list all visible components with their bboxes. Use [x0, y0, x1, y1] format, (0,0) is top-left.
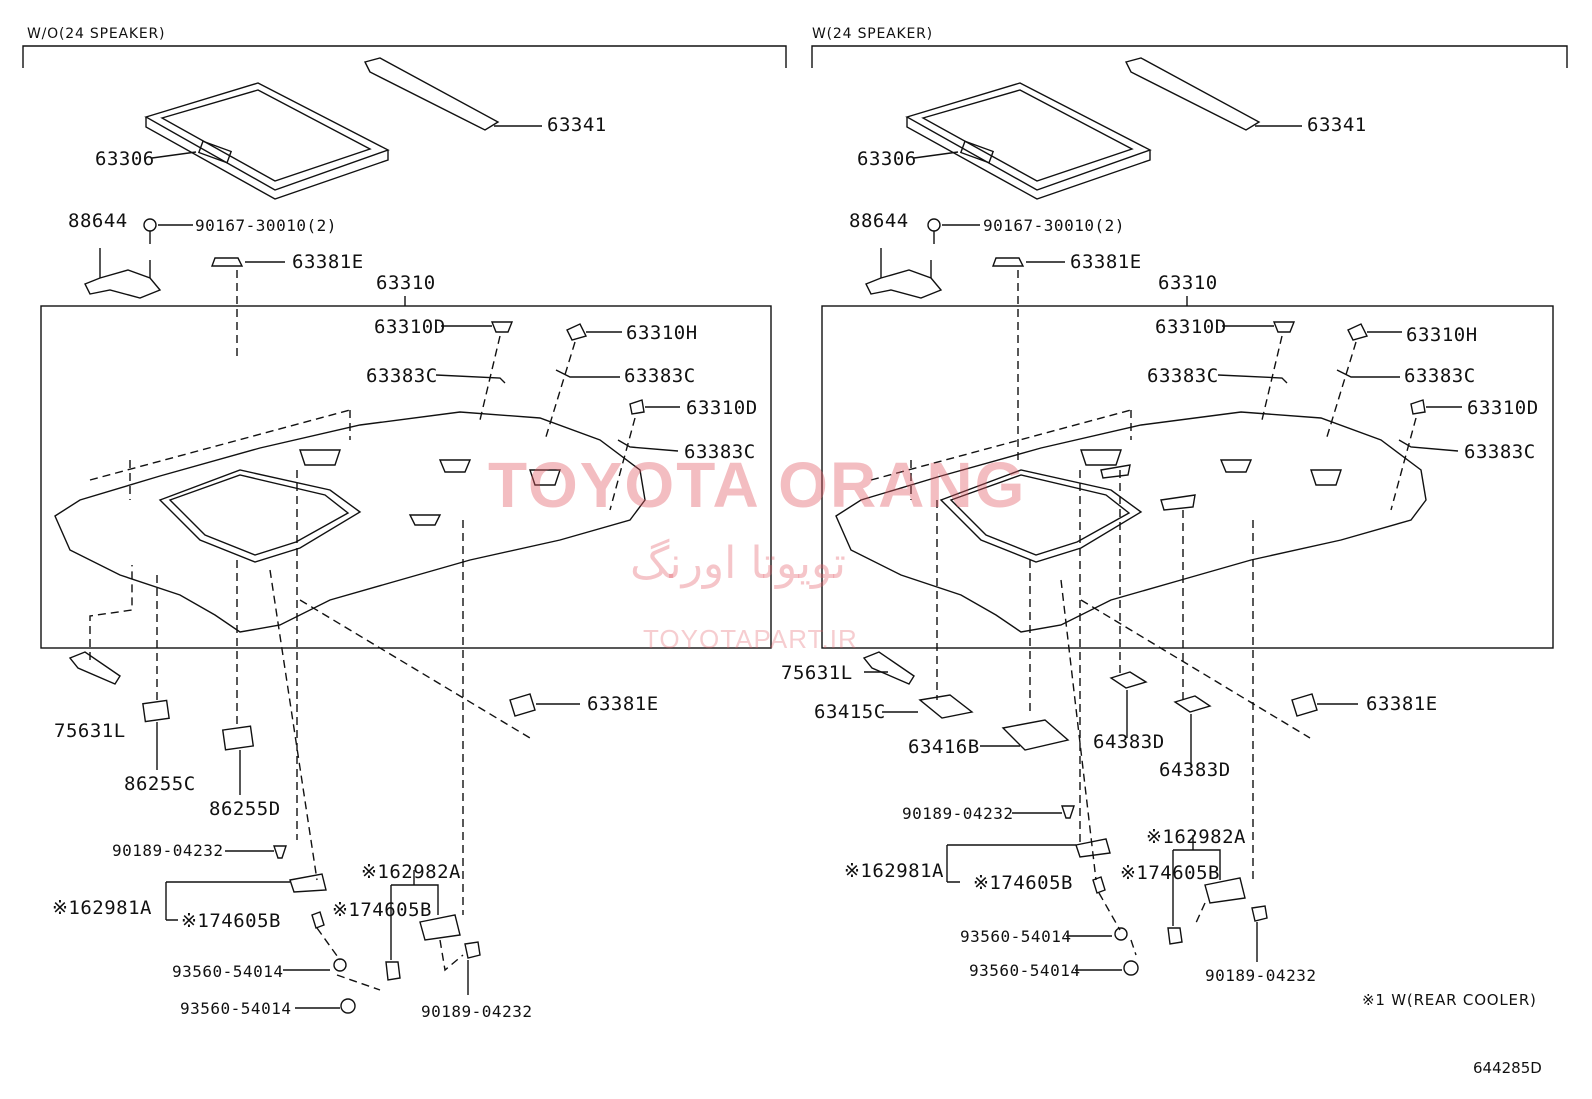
left-part-86255d: [221, 725, 255, 751]
right-label-93560-a: 93560-54014: [960, 927, 1072, 946]
left-label-86255d: 86255D: [209, 798, 281, 820]
left-label-90167: 90167-30010(2): [195, 216, 337, 235]
right-label-63416b: 63416B: [908, 736, 980, 758]
right-sunshade-frame: [905, 82, 1152, 200]
left-label-63310h: 63310H: [626, 322, 698, 344]
left-label-88644: 88644: [68, 210, 128, 232]
right-label-63381e-bot: 63381E: [1366, 693, 1438, 715]
right-bracket-88644: [865, 248, 943, 299]
right-label-90167: 90167-30010(2): [983, 216, 1125, 235]
right-part-63416b: [1001, 719, 1070, 751]
left-label-75631l: 75631L: [54, 720, 126, 742]
left-label-74605b-a: ※174605B: [181, 910, 281, 932]
right-label-75631l: 75631L: [781, 662, 853, 684]
right-headliner-box: [821, 305, 1554, 649]
right-label-90189-b: 90189-04232: [1205, 966, 1317, 985]
right-part-63415c: [918, 694, 974, 719]
right-label-90189-a: 90189-04232: [902, 804, 1014, 823]
right-part-64383d-b: [1173, 695, 1212, 713]
right-label-63341: 63341: [1307, 114, 1367, 136]
left-bracket-88644: [84, 248, 162, 299]
left-label-86255c: 86255C: [124, 773, 196, 795]
right-label-63306: 63306: [857, 148, 917, 170]
right-label-63415c: 63415C: [814, 701, 886, 723]
section-title-left: W/O(24 SPEAKER): [27, 26, 166, 42]
right-label-63310d-a: 63310D: [1155, 316, 1227, 338]
left-sunshade-frame: [144, 82, 390, 200]
right-label-63383c-b: 63383C: [1404, 365, 1476, 387]
left-label-63381e-bot: 63381E: [587, 693, 659, 715]
right-label-62982a: ※162982A: [1146, 826, 1246, 848]
right-label-63383c-a: 63383C: [1147, 365, 1219, 387]
left-roof-trim: [363, 57, 500, 131]
left-label-63310d-a: 63310D: [374, 316, 446, 338]
left-label-63383c-c: 63383C: [684, 441, 756, 463]
right-label-74605b-b: ※174605B: [1120, 862, 1220, 884]
right-label-63383c-c: 63383C: [1464, 441, 1536, 463]
left-label-63381e-top: 63381E: [292, 251, 364, 273]
left-label-90189-b: 90189-04232: [421, 1002, 533, 1021]
left-label-63383c-a: 63383C: [366, 365, 438, 387]
right-label-93560-b: 93560-54014: [969, 961, 1081, 980]
left-label-62982a: ※162982A: [361, 861, 461, 883]
left-part-75631l: [68, 651, 121, 685]
left-label-62981a: ※162981A: [52, 897, 152, 919]
left-label-63341: 63341: [547, 114, 607, 136]
left-section-bracket: [22, 45, 787, 68]
left-label-93560-a: 93560-54014: [172, 962, 284, 981]
right-headliner: [835, 409, 1427, 633]
footnote: ※1 W(REAR COOLER): [1362, 991, 1537, 1009]
right-label-64383d-a: 64383D: [1093, 731, 1165, 753]
left-headliner-box: [40, 305, 772, 649]
right-label-64383d-b: 64383D: [1159, 759, 1231, 781]
right-label-88644: 88644: [849, 210, 909, 232]
left-label-90189-a: 90189-04232: [112, 841, 224, 860]
left-label-63310: 63310: [376, 272, 436, 294]
left-label-63383c-b: 63383C: [624, 365, 696, 387]
right-label-63310: 63310: [1158, 272, 1218, 294]
section-title-right: W(24 SPEAKER): [812, 26, 933, 42]
left-label-93560-b: 93560-54014: [180, 999, 292, 1018]
left-headliner: [54, 409, 646, 633]
left-label-74605b-b: ※174605B: [332, 899, 432, 921]
figure-number: 644285D: [1473, 1059, 1542, 1077]
right-label-63310d-b: 63310D: [1467, 397, 1539, 419]
right-part-64383d-a: [1109, 671, 1148, 689]
left-label-63310d-b: 63310D: [686, 397, 758, 419]
left-label-63306: 63306: [95, 148, 155, 170]
right-section-bracket: [811, 45, 1568, 68]
right-label-63310h: 63310H: [1406, 324, 1478, 346]
right-label-63381e-top: 63381E: [1070, 251, 1142, 273]
right-label-74605b-a: ※174605B: [973, 872, 1073, 894]
left-part-86255c: [142, 699, 170, 723]
right-roof-trim: [1124, 57, 1261, 131]
right-label-62981a: ※162981A: [844, 860, 944, 882]
